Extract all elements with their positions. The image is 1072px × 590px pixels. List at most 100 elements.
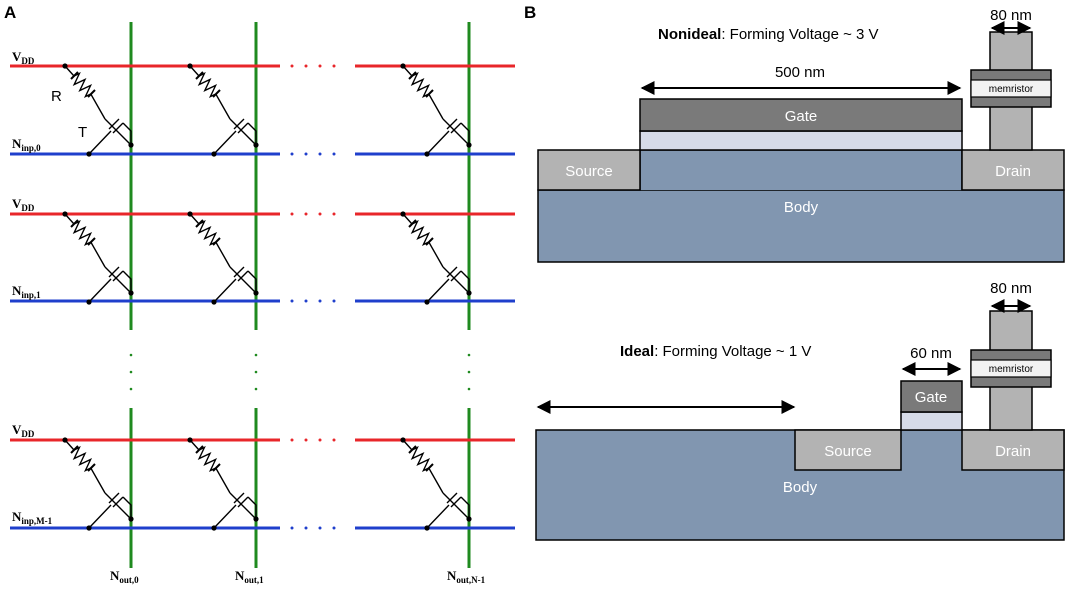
output-continuation-dot-1-1 [254, 370, 258, 374]
cell-r2-c1-resistor [189, 439, 231, 494]
cell-r1-c2-transistor [442, 266, 470, 294]
vdd-ellipsis-dot-0-2 [318, 64, 322, 68]
cell-r2-c2-gate-lead [426, 504, 450, 529]
cell-r1-c0-vdd-node [62, 211, 68, 217]
ideal-gate-label: Gate [915, 389, 948, 406]
cell-r1-c0-resistor [64, 213, 106, 268]
ideal-gate-length-label: 60 nm [910, 345, 952, 362]
input-ellipsis-dot-1-3 [332, 299, 336, 303]
ideal-memristor-width-label: 80 nm [990, 280, 1032, 297]
input-label-row-0: Ninp,0 [12, 136, 41, 153]
cell-r1-c0-transistor [104, 266, 132, 294]
cell-r2-c0-resistor [64, 439, 106, 494]
cell-r0-c0-input-node [86, 151, 92, 157]
cell-r2-c2-input-node [424, 525, 430, 531]
cell-r2-c0-output-node [128, 516, 134, 522]
cell-r2-c1-gate-lead [213, 504, 237, 529]
output-continuation-dot-2-0 [467, 353, 471, 357]
cell-r0-c0-resistor-cap-a [70, 71, 79, 80]
cell-r2-c1-vdd-node [187, 437, 193, 443]
cell-r1-c1-vdd-node [187, 211, 193, 217]
input-label-row-2: Ninp,M-1 [12, 509, 53, 526]
vdd-ellipsis-dot-2-2 [318, 438, 322, 442]
cell-r0-c0-vdd-node [62, 63, 68, 69]
ideal-title: Ideal: Forming Voltage ~ 1 V [620, 343, 811, 360]
cell-r1-c0-gate-lead [88, 278, 112, 303]
output-continuation-dot-0-2 [129, 387, 133, 391]
ideal-source-label: Source [824, 443, 872, 460]
cell-r1-c1-gate-lead [213, 278, 237, 303]
vdd-ellipsis-dot-0-1 [304, 64, 308, 68]
nonideal-gate-oxide [639, 130, 963, 151]
ideal-gate-oxide [900, 411, 963, 431]
cell-r0-c1-resistor-cap-a [195, 71, 204, 80]
output-label-col-2: Nout,N-1 [447, 568, 486, 585]
cell-r0-c2-resistor-cap-b [425, 89, 434, 98]
cell-r0-c2-output-node [466, 142, 472, 148]
input-ellipsis-dot-0-3 [332, 152, 336, 156]
cell-r0-c1-gate-lead [213, 130, 237, 155]
nonideal-gate-length-label: 500 nm [775, 64, 825, 81]
input-label-row-1: Ninp,1 [12, 283, 41, 300]
cell-r0-c2-resistor-cap-a [408, 71, 417, 80]
ideal-drain [961, 429, 1065, 471]
input-ellipsis-dot-2-2 [318, 526, 322, 530]
cell-r0-c2-input-node [424, 151, 430, 157]
cell-r1-c0-output-node [128, 290, 134, 296]
vdd-ellipsis-dot-1-1 [304, 212, 308, 216]
input-ellipsis-dot-2-0 [290, 526, 294, 530]
cell-r1-c2-input-node [424, 299, 430, 305]
input-ellipsis-dot-0-1 [304, 152, 308, 156]
cell-r2-c2-resistor-cap-a [408, 445, 417, 454]
nonideal-source [537, 149, 641, 191]
cell-r2-c1-resistor-cap-a [195, 445, 204, 454]
output-continuation-dot-0-0 [129, 353, 133, 357]
vdd-ellipsis-dot-1-2 [318, 212, 322, 216]
cell-r1-c1-resistor-cap-a [195, 219, 204, 228]
cell-r1-c1-transistor [229, 266, 257, 294]
nonideal-channel-region [640, 150, 962, 190]
input-ellipsis-dot-0-0 [290, 152, 294, 156]
output-continuation-dot-2-2 [467, 387, 471, 391]
cell-r0-c0-output-node [128, 142, 134, 148]
cell-r0-c0-resistor-cap-b [87, 89, 96, 98]
output-label-col-1: Nout,1 [235, 568, 264, 585]
cell-r0-c1-input-node [211, 151, 217, 157]
nonideal-body [537, 189, 1065, 263]
column-labels: Nout,0 Nout,1 Nout,N-1 [110, 568, 486, 585]
cell-r1-c0-input-node [86, 299, 92, 305]
cell-r2-c2-output-node [466, 516, 472, 522]
panel-b-label: B [524, 3, 536, 22]
cell-r1-c1-resistor-cap-b [212, 237, 221, 246]
cell-r0-c1-resistor [189, 65, 231, 120]
input-ellipsis-dot-1-1 [304, 299, 308, 303]
cell-r0-c2-vdd-node [400, 63, 406, 69]
nonideal-source-label: Source [565, 163, 613, 180]
cell-r0-c0-transistor [104, 118, 132, 146]
ideal-gate [900, 380, 963, 413]
cell-r0-c2-transistor [442, 118, 470, 146]
vdd-ellipsis-dot-0-0 [290, 64, 294, 68]
nonideal-body-label: Body [784, 199, 819, 216]
ideal-drain-label: Drain [995, 443, 1031, 460]
cell-r2-c2-resistor [402, 439, 444, 494]
cell-r2-c1-input-node [211, 525, 217, 531]
cell-r0-c1-resistor-cap-b [212, 89, 221, 98]
nonideal-memristor-layer [970, 79, 1052, 98]
cell-r1-c0-resistor-cap-a [70, 219, 79, 228]
input-ellipsis-dot-2-3 [332, 526, 336, 530]
cell-r0-c1-vdd-node [187, 63, 193, 69]
cell-r0-c1-output-node [253, 142, 259, 148]
cell-r0-c2-gate-lead [426, 130, 450, 155]
ideal-memristor-label: memristor [989, 364, 1034, 375]
cell-r1-c2-output-node [466, 290, 472, 296]
ideal-source [794, 429, 902, 471]
vdd-ellipsis-dot-0-3 [332, 64, 336, 68]
resistor-label: R [51, 88, 62, 105]
cell-r0-c2-resistor [402, 65, 444, 120]
cell-r1-c2-resistor [402, 213, 444, 268]
row-labels: VDD Ninp,0 VDD Ninp,1 VDD Ninp,M-1 [12, 49, 53, 526]
cell-r1-c1-input-node [211, 299, 217, 305]
vdd-label-row-2: VDD [12, 422, 35, 439]
